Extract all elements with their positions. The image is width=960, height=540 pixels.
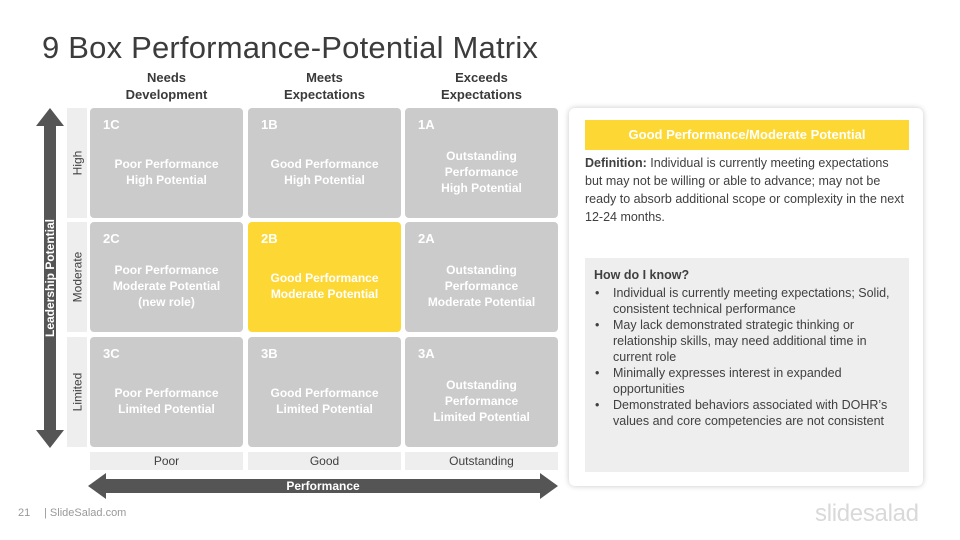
leadership-potential-arrow [36, 108, 64, 448]
performance-label-good: Good [248, 452, 401, 470]
definition-text: Definition: Individual is currently meet… [585, 154, 909, 226]
column-header-needs-development: Needs Development [125, 70, 208, 102]
matrix-cell-1a: 1A Outstanding Performance High Potentia… [405, 108, 558, 218]
panel-title: Good Performance/Moderate Potential [585, 120, 909, 150]
performance-label-poor: Poor [90, 452, 243, 470]
matrix-cell-2a: 2A Outstanding Performance Moderate Pote… [405, 222, 558, 332]
matrix-cell-1c: 1C Poor Performance High Potential [90, 108, 243, 218]
how-do-i-know-box: How do I know? •Individual is currently … [585, 258, 909, 472]
list-item: •Minimally expresses interest in expande… [595, 366, 842, 396]
cell-code: 2C [103, 231, 120, 246]
cell-code: 2A [418, 231, 435, 246]
definition-label: Definition: [585, 156, 647, 170]
how-do-i-know-list: •Individual is currently meeting expecta… [594, 285, 900, 429]
cell-description: Poor Performance High Potential [114, 157, 219, 187]
cell-code: 1A [418, 117, 435, 132]
list-item: •Demonstrated behaviors associated with … [595, 398, 888, 428]
matrix-cell-3a: 3A Outstanding Performance Limited Poten… [405, 337, 558, 447]
performance-arrow [88, 473, 558, 499]
detail-panel: Good Performance/Moderate Potential Defi… [569, 108, 923, 486]
performance-label-outstanding: Outstanding [405, 452, 558, 470]
slidesalad-logo: slidesalad [815, 500, 919, 527]
cell-code: 3A [418, 346, 435, 361]
row-label-moderate: Moderate [67, 222, 87, 332]
matrix-cell-3c: 3C Poor Performance Limited Potential [90, 337, 243, 447]
slide-number: 21 [18, 507, 31, 519]
cell-code: 3B [261, 346, 278, 361]
cell-description: Outstanding Performance Moderate Potenti… [427, 263, 536, 309]
footer-site: | SlideSalad.com [44, 507, 127, 519]
row-label-limited: Limited [67, 337, 87, 447]
definition-body: Individual is currently meeting expectat… [585, 156, 904, 224]
column-header-meets-expectations: Meets Expectations [284, 70, 365, 102]
vertical-axis-label: Leadership Potential [43, 218, 57, 338]
cell-code: 1B [261, 117, 278, 132]
list-item: •Individual is currently meeting expecta… [595, 286, 890, 316]
cell-description: Good Performance Moderate Potential [270, 271, 379, 301]
matrix-cell-2b-highlighted: 2B Good Performance Moderate Potential [248, 222, 401, 332]
cell-description: Good Performance High Potential [270, 157, 379, 187]
column-header-exceeds-expectations: Exceeds Expectations [441, 70, 522, 102]
matrix-cell-1b: 1B Good Performance High Potential [248, 108, 401, 218]
cell-description: Good Performance Limited Potential [270, 386, 379, 416]
cell-code: 3C [103, 346, 120, 361]
cell-code: 2B [261, 231, 278, 246]
row-label-high: High [67, 108, 87, 218]
matrix-cell-3b: 3B Good Performance Limited Potential [248, 337, 401, 447]
cell-description: Outstanding Performance Limited Potentia… [433, 378, 530, 424]
horizontal-axis-label: Performance [286, 479, 360, 493]
cell-description: Poor Performance Moderate Potential (new… [112, 263, 221, 309]
matrix-cell-2c: 2C Poor Performance Moderate Potential (… [90, 222, 243, 332]
cell-code: 1C [103, 117, 120, 132]
page-title: 9 Box Performance-Potential Matrix [42, 30, 539, 65]
how-do-i-know-title: How do I know? [594, 268, 690, 282]
list-item: •May lack demonstrated strategic thinkin… [595, 318, 867, 364]
cell-description: Outstanding Performance High Potential [441, 149, 522, 195]
cell-description: Poor Performance Limited Potential [114, 386, 219, 416]
